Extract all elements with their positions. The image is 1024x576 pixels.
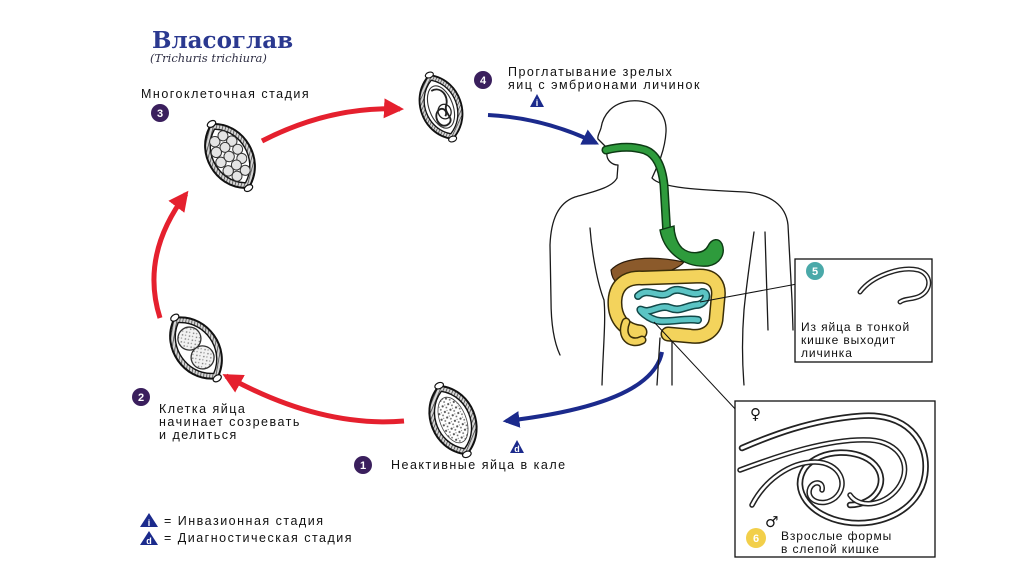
- stage6-label-line2: в слепой кишке: [781, 542, 880, 556]
- legend: i = Инвазионная стадия d = Диагностическ…: [140, 513, 353, 546]
- stage6-label-line1: Взрослые формы: [781, 529, 892, 543]
- worm-loop-body: [738, 438, 906, 505]
- egg-embryonated: [409, 67, 473, 147]
- stage-badge-6-number: 6: [753, 533, 759, 545]
- male-symbol: ♂: [765, 513, 778, 531]
- host-left-torso: [589, 227, 606, 386]
- infective-stage-marker: [530, 94, 544, 107]
- hatched-larva: [858, 268, 930, 304]
- diagnostic-stage-marker: [510, 440, 524, 453]
- stage-badge-4: [474, 71, 492, 89]
- coiled-larva: [430, 88, 452, 127]
- legend-infective-marker-letter: i: [148, 518, 151, 528]
- larva-loop: [437, 103, 452, 120]
- diagram-subtitle: (Trichuris trichiura): [150, 51, 267, 65]
- small-intestine: [635, 287, 709, 324]
- egg-polar-plug: [212, 374, 222, 383]
- cecum: [621, 319, 645, 345]
- female-symbol: ♀: [750, 405, 761, 423]
- host-right-inner-arm: [764, 231, 769, 331]
- female-worm-body: [740, 414, 928, 525]
- stage3-label: Многоклеточная стадия: [141, 87, 310, 101]
- human-host-figure: [549, 100, 794, 386]
- colon: [608, 269, 725, 343]
- stage-badge-2-number: 2: [138, 392, 144, 404]
- egg-polar-plug: [206, 119, 217, 128]
- host-right-torso: [741, 231, 755, 386]
- stage-badge-3: [151, 104, 169, 122]
- egg-granular-content: [437, 396, 469, 444]
- arrow-stage2-to-stage3: [151, 190, 189, 319]
- stage4-label-line1: Проглатывание зрелых: [508, 65, 673, 79]
- stage-badge-1-number: 1: [360, 460, 366, 472]
- egg-polar-plug: [434, 381, 445, 390]
- arrow-ingestion-to-mouth: [487, 113, 600, 145]
- stage5-label-line2: кишке выходит: [801, 333, 896, 347]
- egg-polar-plug: [170, 313, 180, 322]
- stage2-label-line3: и делиться: [159, 428, 238, 442]
- stage-badge-3-number: 3: [157, 108, 163, 120]
- stomach: [659, 225, 724, 267]
- stage4-label-line2: яиц с эмбрионами личинок: [508, 78, 701, 92]
- stage-badge-6: [746, 528, 766, 548]
- egg-polar-plug: [461, 450, 472, 459]
- stage5-label-line1: Из яйца в тонкой: [801, 320, 910, 334]
- adult-female-worm: [738, 412, 929, 527]
- arrow-host-to-stage1: [502, 351, 664, 428]
- egg-polar-plug: [424, 71, 434, 79]
- legend-diagnostic-marker: [140, 531, 158, 545]
- stage5-box: 5 Из яйца в тонкой кишке выходит личинка: [794, 258, 933, 363]
- infective-stage-marker-letter: i: [536, 98, 539, 108]
- adult-worm-loop: [737, 437, 908, 507]
- legend-infective-text: = Инвазионная стадия: [164, 514, 324, 528]
- stage-badge-5: [806, 262, 824, 280]
- stage-badge-1: [354, 456, 372, 474]
- esophagus: [603, 144, 670, 239]
- connector-to-stage6-box: [653, 321, 739, 413]
- egg-multicellular: [191, 111, 269, 201]
- arrow-stage3-to-stage4: [260, 98, 404, 144]
- legend-infective-marker: [140, 513, 158, 527]
- diagram-title: Власоглав: [152, 27, 293, 54]
- egg-polar-plug: [243, 184, 254, 193]
- egg-cells: [209, 130, 251, 182]
- male-worm-body: [750, 460, 844, 507]
- stage5-label-line3: личинка: [801, 346, 853, 360]
- egg-unembryonated: [417, 376, 489, 464]
- host-head-outline: [597, 100, 794, 331]
- stage-badge-5-number: 5: [812, 266, 818, 278]
- larva-membrane: [426, 85, 456, 129]
- egg-two-cell: [155, 304, 237, 392]
- stage6-box: ♀ ♂ 6 Взрослые формы в слепой кишке: [734, 400, 936, 558]
- host-left-shoulder-arm: [549, 177, 618, 356]
- stage2-label-line2: начинает созревать: [159, 415, 301, 429]
- stage1-label: Неактивные яйца в кале: [391, 458, 567, 472]
- stage2-label-line1: Клетка яйца: [159, 402, 246, 416]
- legend-diagnostic-marker-letter: d: [146, 536, 152, 546]
- egg-polar-plug: [448, 135, 458, 143]
- stage-badge-2: [132, 388, 150, 406]
- legend-diagnostic-text: = Диагностическая стадия: [164, 531, 353, 545]
- host-lower-line: [656, 337, 661, 386]
- diagnostic-stage-marker-letter: d: [514, 444, 520, 454]
- arrow-stage1-to-stage2: [222, 373, 405, 425]
- stage-badge-4-number: 4: [480, 75, 487, 87]
- adult-male-worm: [749, 459, 845, 508]
- connector-to-stage5-box: [699, 283, 798, 303]
- egg-cell: [190, 345, 215, 370]
